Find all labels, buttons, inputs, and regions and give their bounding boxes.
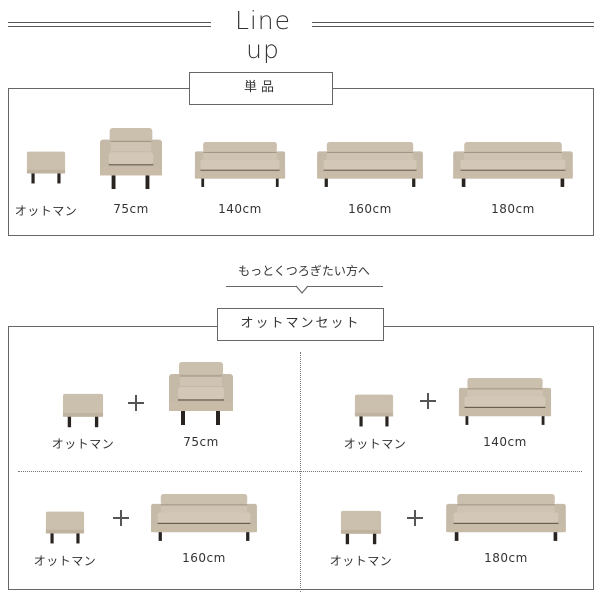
plus-icon	[128, 395, 144, 411]
combo-ottoman-75-ottoman: オットマン	[50, 393, 116, 453]
ottoman-icon	[62, 393, 104, 429]
item-caption: 160cm	[348, 202, 392, 216]
ottoman-icon	[354, 393, 394, 429]
chevron-down-icon	[296, 285, 308, 294]
combo-ottoman-180-sofa: 180cm	[444, 494, 568, 570]
ottoman-icon	[340, 510, 382, 546]
title-rule-right	[312, 22, 594, 27]
plus-icon	[420, 393, 436, 409]
grid-divider-horizontal	[18, 471, 582, 472]
sofa-180-icon	[445, 494, 567, 542]
item-caption: 140cm	[483, 435, 527, 449]
sofa-160-icon	[150, 494, 258, 542]
item-caption: 160cm	[182, 551, 226, 565]
grid-divider-vertical	[300, 352, 301, 592]
combo-ottoman-160-ottoman: オットマン	[32, 510, 98, 570]
item-caption: オットマン	[51, 437, 115, 451]
plus-icon	[407, 510, 423, 526]
combo-ottoman-140-sofa: 140cm	[456, 378, 554, 454]
sub-heading: もっとくつろぎたい方へ	[238, 264, 370, 278]
ottoman-icon	[45, 510, 85, 546]
armchair-icon	[168, 362, 234, 426]
item-caption: 75cm	[113, 202, 149, 216]
single-item-140cm: 140cm	[192, 142, 288, 220]
sofa-140-icon	[194, 142, 286, 188]
combo-ottoman-75-sofa: 75cm	[166, 362, 236, 454]
item-caption: 180cm	[484, 551, 528, 565]
sofa-180-icon	[452, 142, 574, 188]
single-item-ottoman: オットマン	[14, 150, 78, 220]
single-section-label: 単品	[189, 72, 333, 105]
sofa-140-icon	[458, 378, 552, 426]
single-item-160cm: 160cm	[314, 142, 426, 220]
single-item-180cm: 180cm	[450, 142, 576, 220]
combo-ottoman-140-ottoman: オットマン	[342, 393, 408, 453]
item-caption: オットマン	[343, 437, 407, 451]
item-caption: オットマン	[33, 554, 97, 568]
combo-ottoman-160-sofa: 160cm	[148, 494, 260, 570]
single-item-75cm: 75cm	[96, 128, 166, 220]
set-section-label: オットマンセット	[217, 308, 384, 341]
ottoman-set-frame	[8, 326, 594, 590]
page-title: Line up	[234, 6, 292, 64]
item-caption: 140cm	[218, 202, 262, 216]
title-rule-left	[8, 22, 211, 27]
item-caption: オットマン	[14, 204, 78, 218]
item-caption: オットマン	[329, 554, 393, 568]
title-row: Line up	[0, 6, 600, 64]
combo-ottoman-180-ottoman: オットマン	[328, 510, 394, 570]
armchair-icon	[99, 128, 163, 190]
sofa-160-icon	[316, 142, 424, 188]
ottoman-icon	[26, 150, 66, 186]
plus-icon	[113, 510, 129, 526]
item-caption: 75cm	[183, 435, 219, 449]
item-caption: 180cm	[491, 202, 535, 216]
